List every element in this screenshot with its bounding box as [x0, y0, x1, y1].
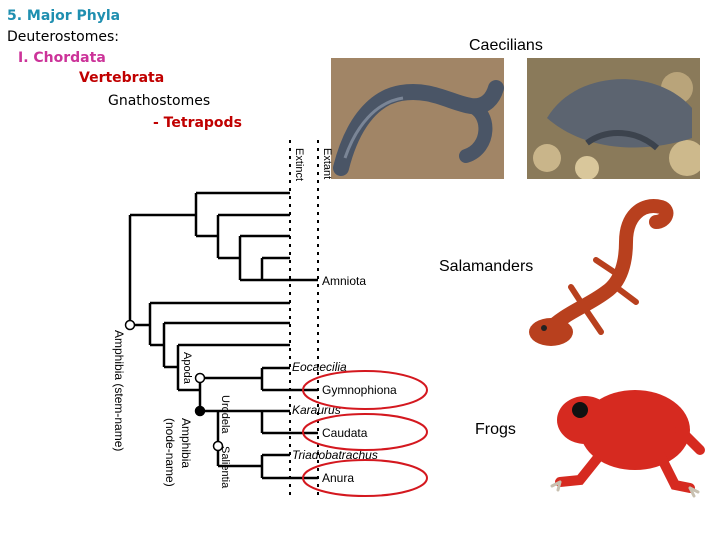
caption-salamanders: Salamanders [439, 258, 534, 275]
salientia-label: Salientia [219, 446, 231, 489]
amniota-label: Amniota [322, 274, 366, 288]
heading-chordata: I. Chordata [18, 50, 106, 66]
heading-vertebrata: Vertebrata [79, 70, 165, 86]
gymnophiona-highlight-circle [302, 370, 428, 410]
caption-frogs: Frogs [475, 421, 516, 438]
amphibia-node-label-2: (node-name) [163, 418, 177, 487]
extinct-label: Extinct [293, 148, 305, 181]
urodela-label: Urodela [219, 395, 231, 434]
heading-major-phyla: 5. Major Phyla [7, 8, 121, 24]
apoda-label: Apoda [181, 352, 193, 385]
heading-tetrapods: - Tetrapods [153, 115, 242, 131]
extant-label: Extant [321, 148, 333, 179]
gymnophiona-label: Gymnophiona [322, 383, 397, 397]
caecilian-photo-2 [527, 58, 700, 179]
salamander-photo [529, 199, 674, 346]
caudata-highlight-circle [302, 413, 428, 451]
frog-photo [550, 390, 705, 498]
triadobatrachus-label: Triadobatrachus [292, 448, 378, 462]
amphibia-node [194, 405, 206, 417]
amphibia-stem-label: Amphibia (stem-name) [112, 330, 126, 451]
anura-label: Anura [322, 471, 354, 485]
caecilian-photo-1 [331, 58, 504, 179]
karaurus-label: Karaurus [292, 403, 341, 417]
heading-gnathostomes: Gnathostomes [108, 93, 211, 109]
amphibia-stem-node [124, 319, 136, 331]
caudata-label: Caudata [322, 426, 368, 440]
anura-highlight-circle [302, 459, 428, 497]
caption-caecilians: Caecilians [469, 37, 543, 54]
eocaecilia-label: Eocaecilia [292, 360, 347, 374]
salientia-node [212, 440, 224, 452]
heading-deuterostomes: Deuterostomes: [7, 29, 119, 45]
amphibia-node-label-1: Amphibia [179, 418, 193, 468]
tree-branches [128, 191, 318, 480]
apoda-node [194, 372, 206, 384]
